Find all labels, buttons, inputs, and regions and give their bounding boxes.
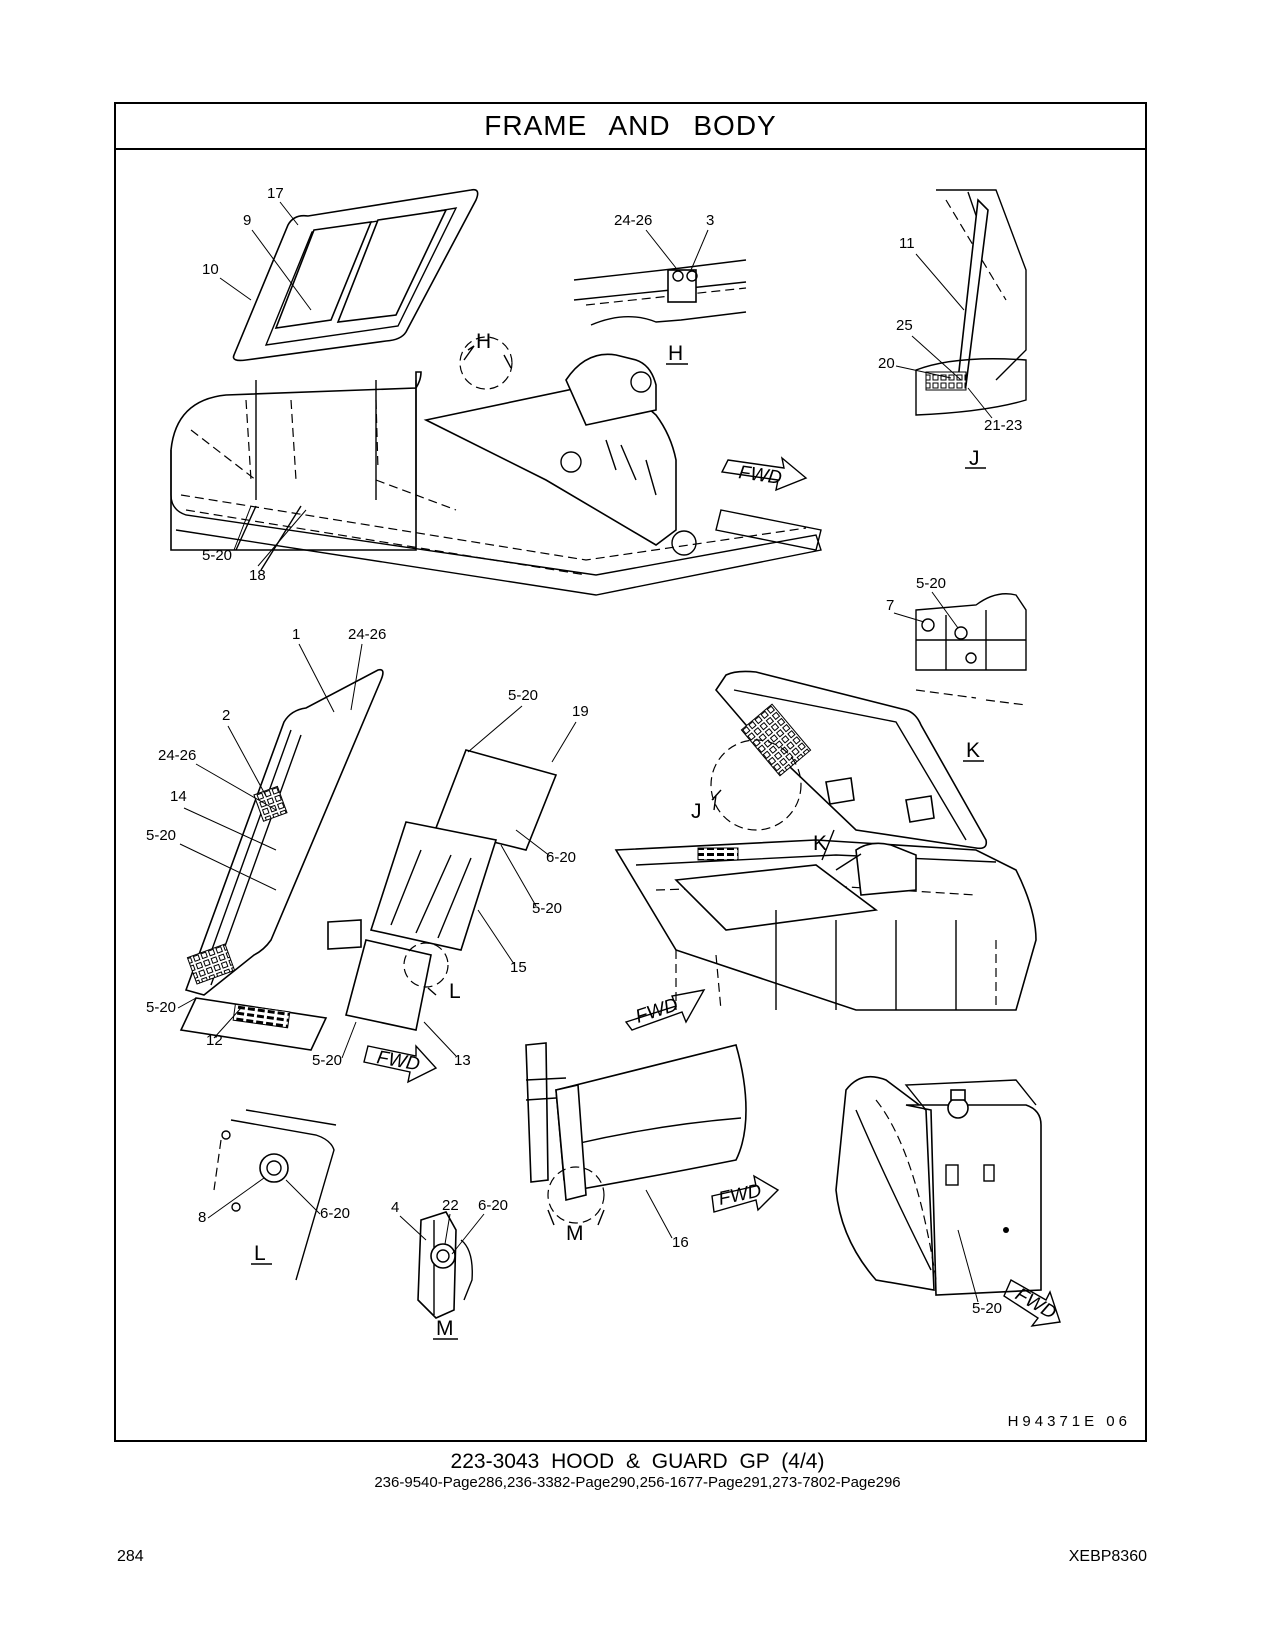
svg-text:18: 18: [249, 567, 266, 584]
svg-text:3: 3: [706, 212, 714, 229]
svg-text:5-20: 5-20: [972, 1300, 1002, 1317]
svg-text:11: 11: [899, 235, 915, 252]
svg-text:14: 14: [170, 788, 187, 805]
main-frame-assembly: H: [170, 188, 822, 596]
svg-text:17: 17: [267, 185, 284, 202]
svg-text:4: 4: [391, 1199, 399, 1216]
callouts-main: 17 9 10 5-20 18: [202, 185, 312, 584]
svg-text:21-23: 21-23: [984, 417, 1022, 434]
svg-text:12: 12: [206, 1032, 223, 1049]
svg-text:13: 13: [454, 1052, 471, 1069]
svg-text:7: 7: [886, 597, 894, 614]
svg-text:L: L: [449, 980, 461, 1003]
svg-text:5-20: 5-20: [916, 575, 946, 592]
engine-enclosure: J K: [614, 670, 1037, 1011]
svg-text:24-26: 24-26: [614, 212, 652, 229]
svg-text:1: 1: [292, 626, 300, 643]
document-code: XEBP8360: [1068, 1548, 1147, 1565]
svg-text:H: H: [476, 330, 491, 353]
svg-text:5-20: 5-20: [202, 547, 232, 564]
parts-illustration: H FWD 17 9 10 5-20 18 24-26 3 H: [146, 185, 1061, 1340]
diagram-frame: FRAME AND BODY: [114, 102, 1147, 1442]
detail-view-h: 24-26 3 H: [573, 212, 747, 365]
svg-text:2: 2: [222, 707, 230, 724]
svg-text:J: J: [969, 447, 980, 470]
svg-text:9: 9: [243, 212, 251, 229]
detail-view-j: 11 25 20 21-23 J: [878, 189, 1027, 470]
svg-text:24-26: 24-26: [348, 626, 386, 643]
svg-text:5-20: 5-20: [146, 827, 176, 844]
fender-assembly: M 16: [525, 1042, 747, 1251]
detail-view-k: 5-20 7 K: [886, 575, 1027, 762]
svg-text:19: 19: [572, 703, 589, 720]
svg-text:15: 15: [510, 959, 527, 976]
page-references: 236-9540-Page286,236-3382-Page290,256-16…: [374, 1474, 901, 1491]
svg-text:J: J: [691, 800, 702, 823]
fuel-tank-assembly: 5-20: [835, 1075, 1042, 1317]
svg-text:5-20: 5-20: [532, 900, 562, 917]
svg-text:5-20: 5-20: [508, 687, 538, 704]
svg-text:16: 16: [672, 1234, 689, 1251]
svg-text:5-20: 5-20: [312, 1052, 342, 1069]
svg-text:20: 20: [878, 355, 895, 372]
illustration-code: H94371E 06: [1007, 1413, 1131, 1430]
fwd-arrow-1: FWD: [720, 456, 808, 492]
svg-text:FWD: FWD: [375, 1047, 422, 1075]
fwd-arrow-4: FWD: [711, 1174, 780, 1213]
svg-text:FWD: FWD: [633, 994, 681, 1027]
exploded-hood-panels: L: [179, 668, 558, 1051]
detail-view-l: 8 6-20 L: [198, 1109, 350, 1281]
svg-text:8: 8: [198, 1209, 206, 1226]
svg-text:10: 10: [202, 261, 219, 278]
svg-text:FWD: FWD: [737, 462, 783, 489]
svg-text:K: K: [966, 739, 980, 762]
svg-text:5-20: 5-20: [146, 999, 176, 1016]
svg-text:L: L: [254, 1242, 266, 1265]
svg-text:22: 22: [442, 1197, 459, 1214]
page-title: FRAME AND BODY: [116, 104, 1145, 150]
svg-text:H: H: [668, 342, 683, 365]
svg-text:6-20: 6-20: [478, 1197, 508, 1214]
svg-text:K: K: [813, 832, 827, 855]
svg-text:6-20: 6-20: [320, 1205, 350, 1222]
svg-text:M: M: [566, 1222, 584, 1245]
group-caption: 223-3043 HOOD & GUARD GP (4/4): [450, 1450, 825, 1473]
fwd-arrow-2: FWD: [363, 1044, 438, 1084]
svg-text:6-20: 6-20: [546, 849, 576, 866]
fwd-arrow-3: FWD: [624, 989, 706, 1031]
callouts-panels: 1 24-26 2 24-26 14 5-20 5-20 19 6-20 5-2…: [146, 626, 589, 1069]
svg-text:24-26: 24-26: [158, 747, 196, 764]
page-number: 284: [117, 1548, 144, 1565]
svg-text:M: M: [436, 1317, 454, 1340]
detail-view-m: 4 22 6-20 M: [391, 1197, 508, 1340]
svg-text:25: 25: [896, 317, 913, 334]
